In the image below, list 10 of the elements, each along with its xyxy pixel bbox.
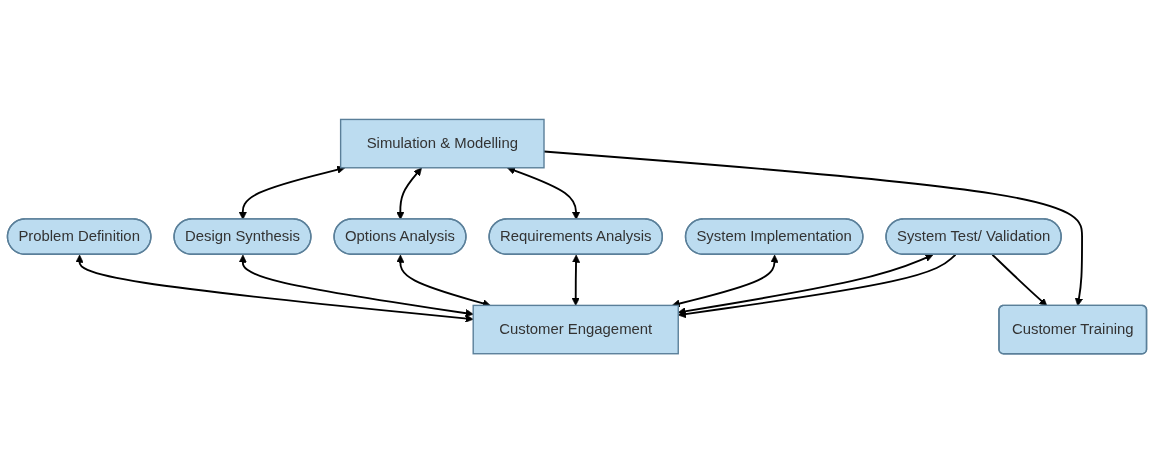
arrow — [671, 254, 779, 308]
arrow — [507, 166, 581, 220]
node-box: Customer Engagement — [472, 304, 679, 355]
arrow — [571, 254, 581, 306]
arrow — [238, 165, 346, 220]
arrow — [75, 254, 474, 323]
arrow — [238, 254, 474, 318]
arrow — [396, 167, 422, 220]
arrow — [991, 253, 1048, 307]
node-box: Simulation & Modelling — [339, 118, 545, 169]
